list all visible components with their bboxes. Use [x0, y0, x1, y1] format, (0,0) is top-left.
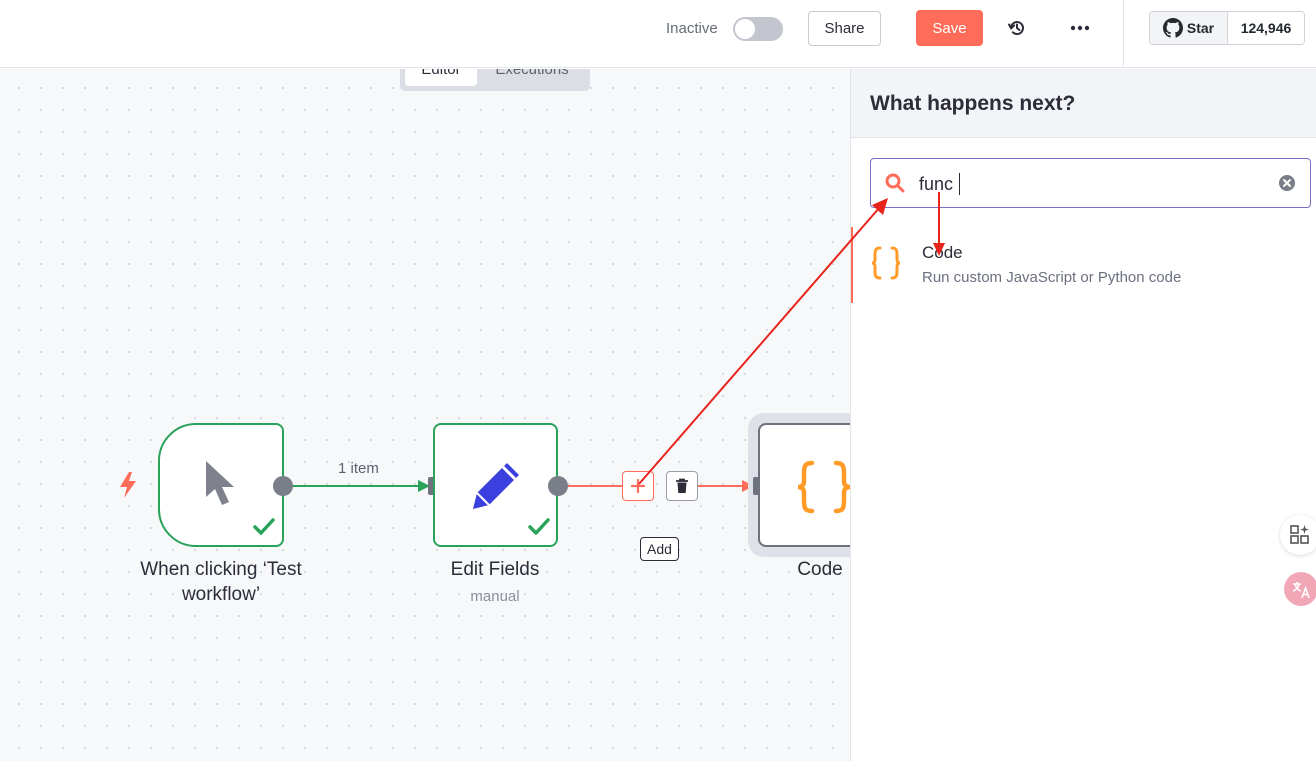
node-edit-fields[interactable] — [433, 423, 558, 547]
search-icon — [885, 173, 905, 193]
text-caret — [959, 173, 960, 195]
node-title: Code — [797, 559, 843, 580]
edge-item-count: 1 item — [338, 460, 379, 477]
delete-connection-button[interactable] — [666, 471, 698, 501]
pencil-icon — [473, 463, 519, 509]
apps-grid-button[interactable] — [1280, 515, 1316, 555]
active-indicator — [851, 227, 853, 303]
node-subtitle: manual — [470, 588, 520, 605]
more-options-icon[interactable] — [1066, 14, 1094, 42]
active-toggle[interactable] — [733, 17, 783, 41]
tab-editor[interactable]: Editor — [405, 69, 477, 86]
trigger-lightning-icon — [118, 472, 138, 503]
code-braces-icon — [797, 460, 850, 514]
divider — [1123, 0, 1124, 68]
top-bar: Inactive Share Save Star 124,946 — [0, 0, 1316, 68]
share-button[interactable]: Share — [808, 11, 881, 46]
success-check-icon — [528, 518, 550, 535]
code-braces-icon — [871, 246, 901, 280]
github-star-count[interactable]: 124,946 — [1228, 12, 1304, 44]
toggle-knob — [735, 19, 755, 39]
workflow-status-label: Inactive — [666, 20, 718, 37]
add-node-button[interactable] — [622, 471, 654, 501]
github-icon — [1162, 18, 1183, 38]
translate-button[interactable] — [1284, 572, 1316, 606]
search-box[interactable] — [870, 158, 1311, 208]
add-tooltip: Add — [640, 537, 679, 561]
node-title: Edit Fields — [450, 559, 540, 580]
github-star-label: Star — [1186, 20, 1215, 36]
apps-grid-icon — [1290, 525, 1309, 544]
search-result-item[interactable]: Code Run custom JavaScript or Python cod… — [851, 227, 1316, 303]
panel-header: What happens next? — [851, 69, 1316, 138]
node-creator-panel: What happens next? Code Run custom JavaS… — [850, 69, 1316, 761]
node-code[interactable] — [758, 423, 850, 547]
result-title: Code — [922, 243, 963, 262]
view-tabs: Editor Executions — [400, 69, 590, 91]
node-title: When clicking ‘Test workflow’ — [140, 559, 302, 605]
search-input[interactable] — [919, 172, 1259, 196]
github-star-widget[interactable]: Star 124,946 — [1149, 11, 1305, 45]
cursor-icon — [206, 461, 234, 505]
history-icon[interactable] — [1003, 14, 1031, 42]
save-button[interactable]: Save — [916, 10, 983, 46]
panel-title: What happens next? — [870, 92, 1076, 115]
plus-icon — [631, 479, 645, 493]
github-star-button[interactable]: Star — [1150, 12, 1228, 44]
clear-search-icon[interactable] — [1279, 175, 1295, 191]
output-handle[interactable] — [548, 476, 568, 496]
trash-icon — [676, 478, 688, 493]
connection-arrow — [418, 480, 430, 492]
tab-executions[interactable]: Executions — [495, 69, 569, 78]
result-description: Run custom JavaScript or Python code — [922, 269, 1182, 286]
workflow-canvas[interactable]: Editor Executions When clicking ‘Test wo… — [0, 69, 850, 761]
connections-layer — [284, 480, 754, 492]
output-handle[interactable] — [273, 476, 293, 496]
translate-icon — [1292, 582, 1310, 599]
success-check-icon — [253, 518, 275, 535]
node-manual-trigger[interactable] — [158, 423, 284, 547]
